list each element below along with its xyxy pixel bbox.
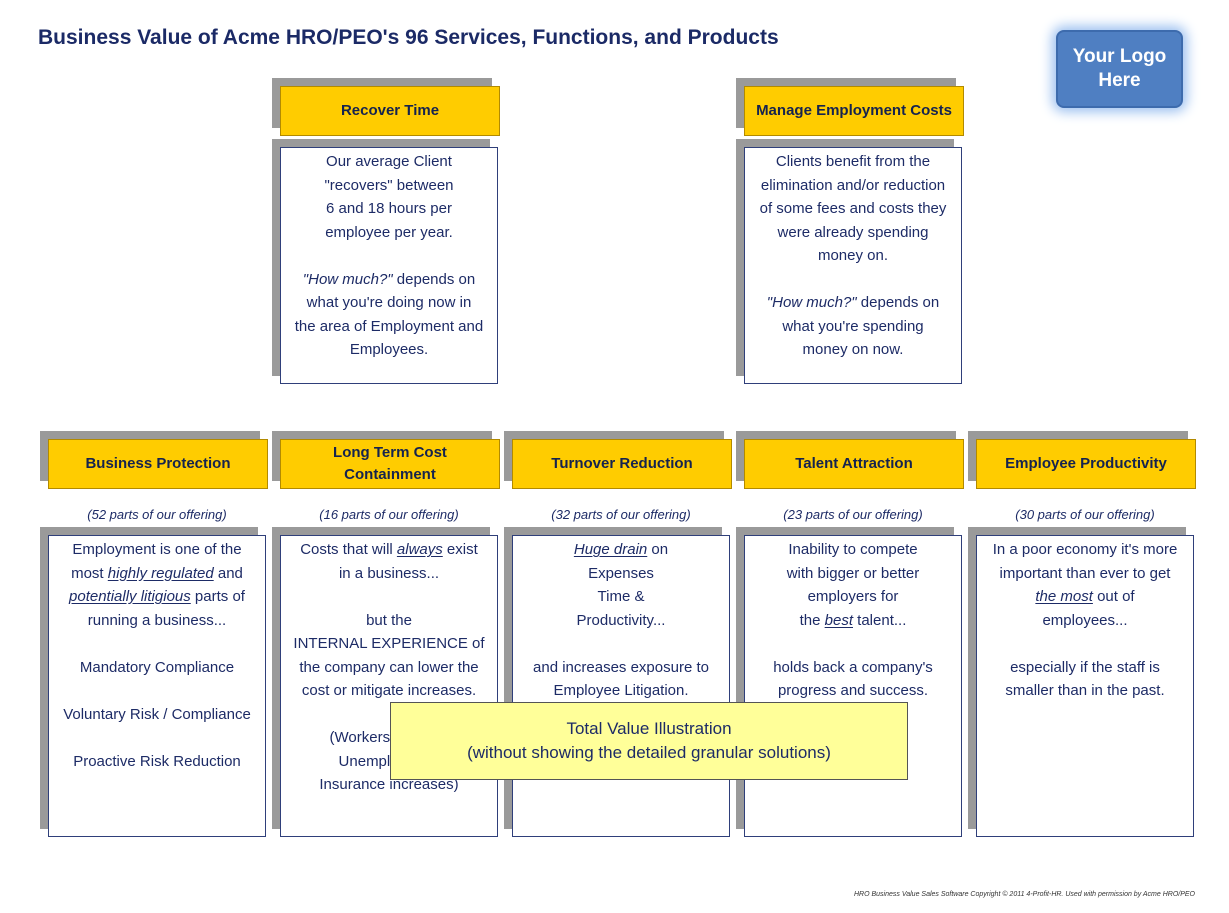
box-text-line: the best talent... — [799, 611, 907, 629]
box-text-line: and increases exposure to — [533, 658, 709, 676]
logo-placeholder: Your Logo Here — [1056, 30, 1183, 108]
count-talent-attraction: (23 parts of our offering) — [783, 507, 923, 522]
box-text-line: but the — [366, 611, 412, 629]
box-text-line: what you're doing now in — [306, 294, 472, 311]
box-text-line — [281, 244, 497, 268]
box-text-line: running a business... — [87, 611, 227, 629]
box-text-line: what you're spending — [782, 317, 924, 335]
header-recover-time: Recover Time — [280, 86, 500, 136]
box-text-line: potentially litigious parts of — [69, 588, 245, 605]
box-text-line: 6 and 18 hours per — [326, 200, 452, 217]
box-text-line — [49, 679, 265, 703]
box-text-line — [745, 268, 961, 292]
box-business-protection: Employment is one of the most highly regu… — [48, 535, 266, 837]
box-text-line: Inability to compete — [788, 541, 918, 558]
box-text-line: the most out of — [1035, 588, 1135, 605]
overlay-subtitle: (without showing the detailed granular s… — [467, 743, 831, 762]
count-business-protection: (52 parts of our offering) — [87, 507, 227, 522]
copyright-footer: HRO Business Value Sales Software Copyri… — [853, 891, 1195, 898]
box-text-line — [49, 632, 265, 656]
box-text-line: Voluntary Risk / Compliance — [63, 705, 251, 723]
box-text-line: Huge drain on — [573, 541, 669, 558]
header-talent-attraction: Talent Attraction — [744, 439, 964, 489]
header-employee-productivity: Employee Productivity — [976, 439, 1196, 489]
box-text-line — [513, 632, 729, 656]
box-text-line: holds back a company's — [773, 658, 933, 676]
box-text-line: Time & — [597, 588, 645, 605]
header-turnover-reduction: Turnover Reduction — [512, 439, 732, 489]
box-text-line: most highly regulated and — [71, 564, 243, 582]
box-text-line: Employee Litigation. — [553, 682, 689, 699]
box-text-line: elimination and/or reduction — [760, 176, 946, 194]
box-text-line: in a business... — [338, 564, 440, 582]
box-text-line: with bigger or better — [786, 564, 920, 582]
box-text-line: of some fees and costs they — [759, 200, 947, 217]
box-text-line: Employment is one of the — [72, 541, 242, 558]
box-text-line: Clients benefit from the — [775, 153, 931, 170]
box-text-line: important than ever to get — [999, 564, 1171, 582]
box-text-line: Our average Client — [326, 153, 452, 170]
page-title: Business Value of Acme HRO/PEO's 96 Serv… — [38, 26, 779, 49]
count-employee-productivity: (30 parts of our offering) — [1015, 507, 1155, 522]
header-manage-employment-costs: Manage Employment Costs — [744, 86, 964, 136]
box-talent-attraction: Inability to compete with bigger or bette… — [744, 535, 962, 837]
box-text-line: money on. — [817, 247, 889, 264]
box-text-line — [745, 632, 961, 656]
box-text-line: cost or mitigate increases. — [301, 682, 477, 699]
total-value-overlay: Total Value Illustration (without showin… — [390, 702, 908, 780]
box-employee-productivity: In a poor economy it's more important tha… — [976, 535, 1194, 837]
box-text-line: the company can lower the — [299, 658, 479, 676]
logo-line-1: Your Logo — [1072, 46, 1167, 67]
box-text-line — [977, 632, 1193, 656]
box-text-line: Insurance increases) — [319, 776, 459, 793]
box-text-line: "How much?" depends on — [302, 270, 476, 288]
box-text-line: "How much?" depends on — [766, 294, 940, 311]
box-long-term-cost-containment: Costs that will always exist in a busines… — [280, 535, 498, 837]
box-text-line — [49, 726, 265, 750]
box-text-line: employee per year. — [325, 223, 453, 241]
box-text-line: employees... — [1042, 611, 1128, 629]
box-text-line: Productivity... — [576, 611, 666, 629]
box-text-line: money on now. — [802, 341, 904, 358]
header-long-term-cost-containment: Long Term Cost Containment — [280, 439, 500, 489]
box-text-line: Costs that will always exist — [300, 541, 478, 558]
header-long-term-cost-containment-label: Long Term Cost Containment — [333, 444, 447, 483]
box-text-line: Expenses — [588, 564, 654, 582]
logo-line-2: Here — [1098, 70, 1141, 91]
box-text-line — [281, 585, 497, 609]
box-manage-employment-costs: Clients benefit from the elimination and/… — [744, 147, 962, 384]
box-text-line: especially if the staff is — [1010, 658, 1160, 676]
box-text-line: Proactive Risk Reduction — [73, 752, 241, 770]
box-text-line: In a poor economy it's more — [992, 541, 1178, 558]
box-text-line: the area of Employment and — [294, 317, 484, 335]
box-text-line: INTERNAL EXPERIENCE of — [293, 635, 485, 652]
box-text-line: were already spending — [777, 223, 929, 241]
box-text-line: smaller than in the past. — [1005, 682, 1165, 699]
box-text-line: Mandatory Compliance — [79, 658, 235, 676]
count-long-term-cost-containment: (16 parts of our offering) — [319, 507, 459, 522]
overlay-title: Total Value Illustration — [566, 719, 732, 738]
box-text-line: Employees. — [349, 341, 429, 358]
box-text-line: progress and success. — [777, 682, 929, 699]
count-turnover-reduction: (32 parts of our offering) — [551, 507, 691, 522]
box-text-line: employers for — [807, 588, 899, 605]
box-recover-time: Our average Client "recovers" between 6 an… — [280, 147, 498, 384]
header-business-protection: Business Protection — [48, 439, 268, 489]
box-text-line: "recovers" between — [324, 176, 454, 194]
